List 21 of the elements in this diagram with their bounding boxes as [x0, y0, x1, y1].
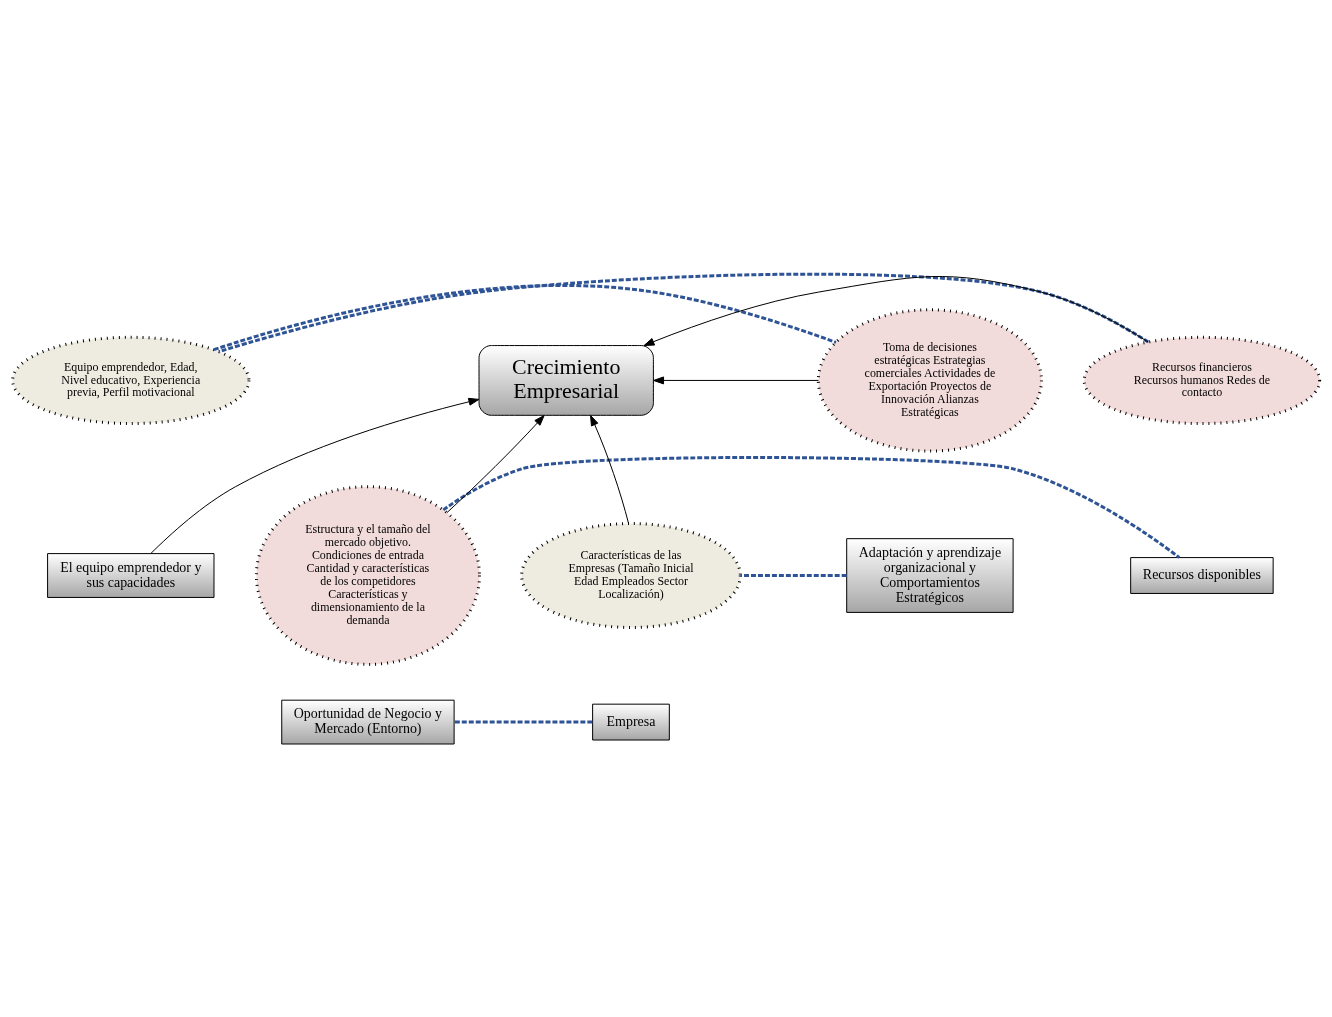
connector: [740, 573, 847, 577]
arrow: [590, 414, 630, 524]
node-ellipse: Recursos financieros Recursos humanos Redes de contacto: [1082, 335, 1322, 425]
arrow: [653, 375, 819, 384]
arrow: [643, 275, 1149, 346]
node-box: Recursos disponibles: [1130, 556, 1274, 594]
connector: [442, 455, 1181, 559]
node-box: Empresa: [592, 703, 670, 741]
connector: [454, 720, 593, 724]
connector: [218, 272, 1149, 353]
node-box: Oportunidad de Negocio y Mercado (Entorno): [281, 699, 455, 744]
node-ellipse: Equipo emprendedor, Edad, Nivel educativo, Experiencia previa, Perfil motivacional: [11, 335, 251, 425]
node-ellipse: Estructura y el tamaño del mercado objetivo. Condiciones de entrada Cantidad y características de los competidores Características y dimensionamiento de la demanda: [254, 484, 481, 666]
arrow: [150, 397, 480, 554]
node-box: Crecimiento Empresarial: [478, 344, 654, 416]
arrow: [446, 414, 545, 513]
node-ellipse: Toma de decisiones estratégicas Estrategias comerciales Actividades de Exportación Proyectos de Innovación Alianzas Estratégicas: [816, 307, 1043, 453]
connector: [213, 283, 837, 351]
node-box: El equipo emprendedor y sus capacidades: [47, 552, 215, 598]
node-ellipse: Características de las Empresas (Tamaño Inicial Edad Empleados Sector Localización): [520, 521, 742, 629]
node-box: Adaptación y aprendizaje organizacional y Comportamientos Estratégicos: [846, 537, 1014, 613]
